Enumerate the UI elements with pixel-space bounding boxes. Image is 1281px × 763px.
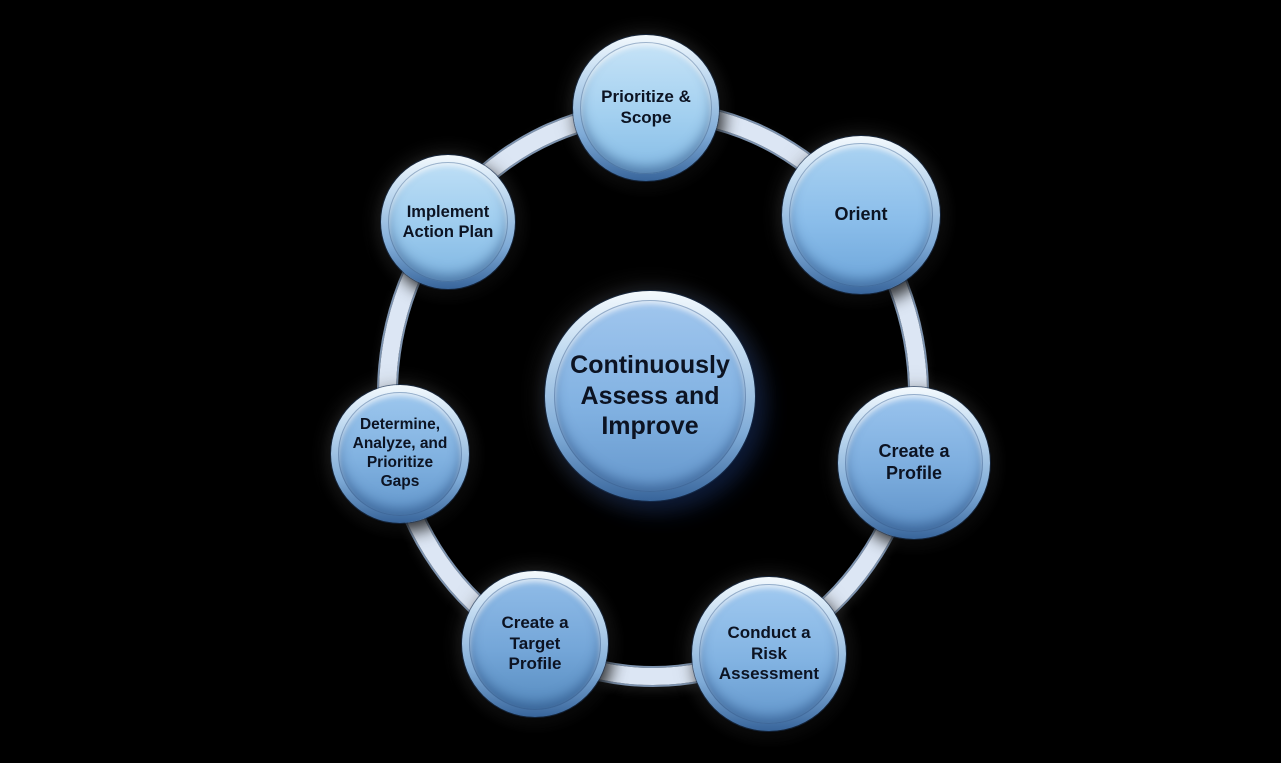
node-face: Conduct a Risk Assessment (699, 584, 839, 724)
node-continuously-assess-improve: Continuously Assess and Improve (545, 291, 755, 501)
node-prioritize-scope: Prioritize & Scope (573, 35, 719, 181)
node-face: Create a Profile (845, 394, 983, 532)
node-face: Determine, Analyze, and Prioritize Gaps (338, 392, 462, 516)
node-label: Determine, Analyze, and Prioritize Gaps (352, 416, 448, 490)
node-label: Orient (834, 204, 888, 225)
node-conduct-risk-assessment: Conduct a Risk Assessment (692, 577, 846, 731)
node-create-target-profile: Create a Target Profile (462, 571, 608, 717)
node-face: Continuously Assess and Improve (554, 300, 746, 492)
node-label: Create a Target Profile (501, 612, 569, 674)
node-label: Continuously Assess and Improve (570, 351, 730, 441)
node-create-profile: Create a Profile (838, 387, 990, 539)
node-face: Orient (789, 143, 933, 287)
node-orient: Orient (782, 136, 940, 294)
node-implement-action-plan: Implement Action Plan (381, 155, 515, 289)
node-label: Create a Profile (878, 441, 950, 483)
node-face: Prioritize & Scope (580, 42, 712, 174)
node-label: Prioritize & Scope (601, 87, 691, 127)
node-label: Implement Action Plan (402, 202, 494, 241)
node-label: Conduct a Risk Assessment (718, 622, 820, 684)
node-face: Create a Target Profile (469, 578, 601, 710)
node-face: Implement Action Plan (388, 162, 508, 282)
node-determine-analyze-prioritize-gaps: Determine, Analyze, and Prioritize Gaps (331, 385, 469, 523)
